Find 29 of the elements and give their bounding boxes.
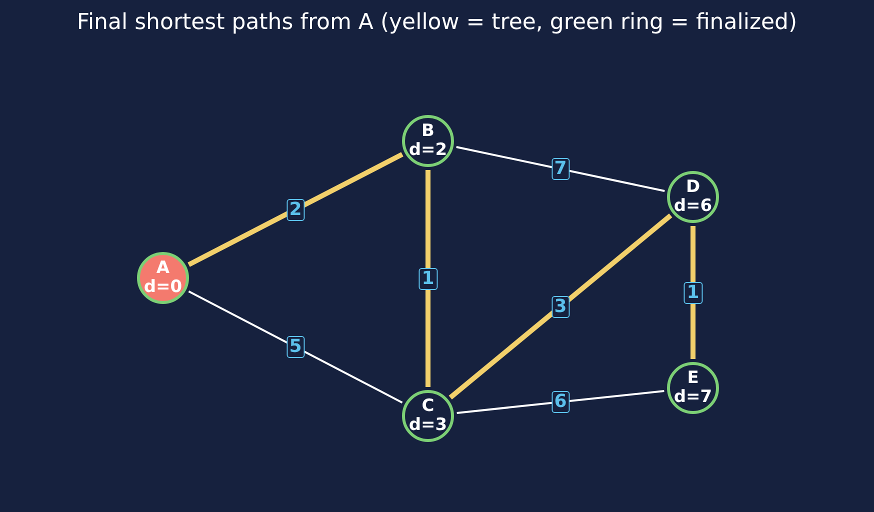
- edge-weight-label: 5: [286, 336, 305, 358]
- node-label: A: [156, 259, 170, 278]
- graph-edge: [456, 390, 664, 414]
- node-label: d=7: [674, 388, 712, 407]
- edge-weight-label: 1: [684, 282, 702, 304]
- node-label: d=3: [408, 416, 448, 435]
- node-label: E: [687, 369, 699, 388]
- graph-edge: [188, 290, 403, 404]
- graph-edge: [188, 152, 404, 267]
- node-label: d=0: [144, 278, 182, 297]
- node-circle: [667, 362, 719, 414]
- graph-edge: [690, 226, 696, 359]
- edge-weight-label: 2: [286, 198, 305, 220]
- node-label: D: [686, 178, 700, 197]
- graph-edge: [426, 170, 430, 387]
- edge-weight-label: 1: [418, 268, 438, 290]
- node-label: d=2: [408, 141, 448, 160]
- node-circle: [402, 390, 454, 442]
- node-circle: [667, 171, 719, 223]
- edge-weight-label: 3: [551, 296, 570, 318]
- chart-title: Final shortest paths from A (yellow = tree, green ring = finalized): [76, 10, 798, 35]
- node-label: d=6: [674, 197, 712, 216]
- edge-weight-label: 7: [551, 158, 570, 180]
- edge-weight-label: 6: [551, 391, 570, 413]
- node-circle: [402, 115, 454, 167]
- node-label: B: [422, 122, 434, 141]
- node-label: C: [422, 397, 434, 416]
- node-circle: [137, 252, 189, 304]
- graph-edge: [456, 146, 665, 192]
